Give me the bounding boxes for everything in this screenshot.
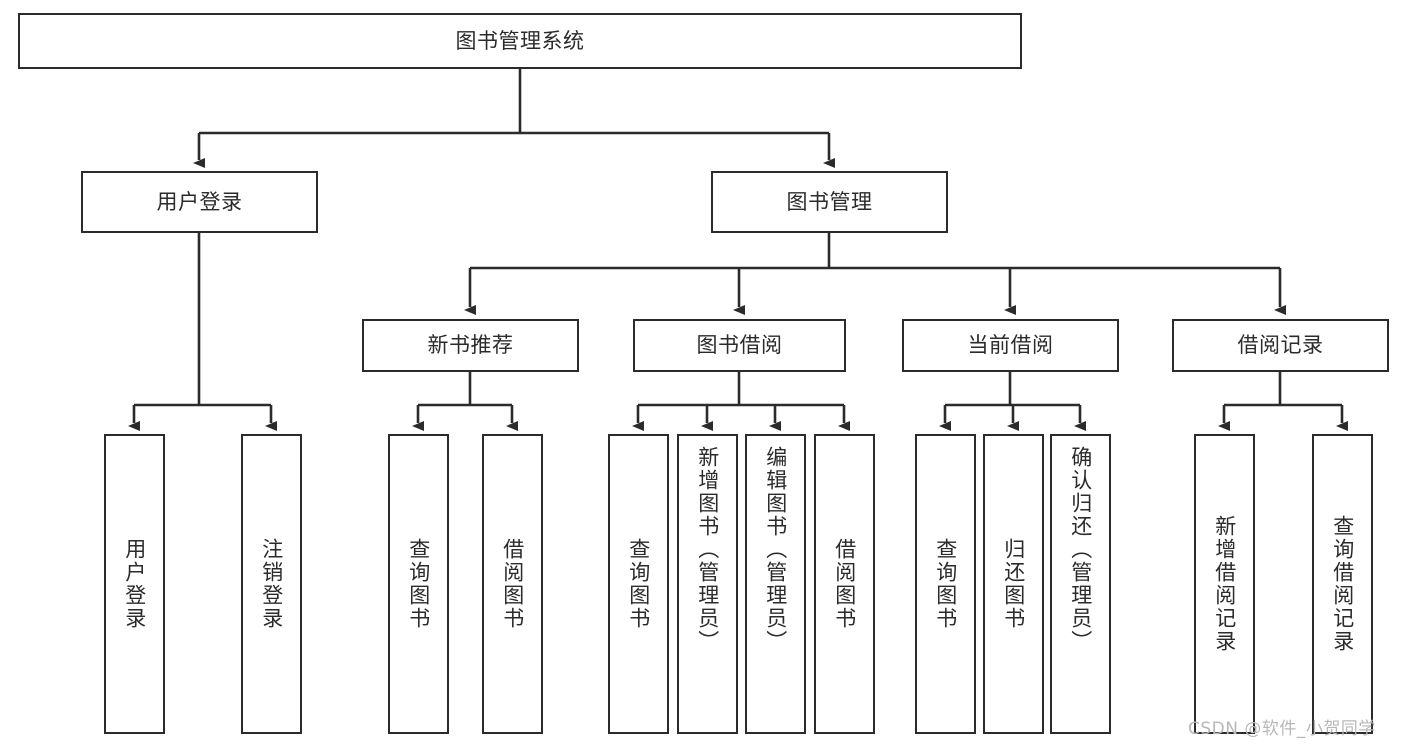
edge-group-new-books xyxy=(412,372,518,431)
node-leaf-logout[interactable]: 注销登录 xyxy=(241,434,302,734)
watermark-text: CSDN @软件_小贺同学 xyxy=(1188,719,1376,739)
node-label-book-borrow: 图书借阅 xyxy=(696,333,783,358)
edge-group-book-borrow xyxy=(632,372,850,431)
node-label-leaf-user-login: 用户登录 xyxy=(122,538,147,630)
node-leaf-user-login[interactable]: 用户登录 xyxy=(104,434,165,734)
node-label-system-root: 图书管理系统 xyxy=(455,28,585,53)
node-label-current-borrow: 当前借阅 xyxy=(967,333,1054,358)
node-label-leaf-logout: 注销登录 xyxy=(259,538,284,630)
node-leaf-query-books-borrow[interactable]: 查询图书 xyxy=(608,434,669,734)
node-leaf-query-books-current[interactable]: 查询图书 xyxy=(915,434,976,734)
node-leaf-add-borrow-record[interactable]: 新增借阅记录 xyxy=(1194,434,1255,734)
node-leaf-query-books-rec[interactable]: 查询图书 xyxy=(388,434,449,734)
node-leaf-edit-book-admin[interactable]: 编辑图书（管理员） xyxy=(745,434,806,734)
node-label-leaf-return-books: 归还图书 xyxy=(1001,538,1026,630)
node-user-login[interactable]: 用户登录 xyxy=(81,171,318,233)
edge-group-current-borrow xyxy=(939,372,1086,431)
node-borrow-records[interactable]: 借阅记录 xyxy=(1172,319,1389,372)
node-leaf-borrow-books[interactable]: 借阅图书 xyxy=(814,434,875,734)
node-leaf-add-book-admin[interactable]: 新增图书（管理员） xyxy=(677,434,738,734)
node-label-leaf-query-books-borrow: 查询图书 xyxy=(626,538,651,630)
node-label-leaf-edit-book-admin: 编辑图书（管理员） xyxy=(763,446,788,653)
edge-group-borrow-records xyxy=(1218,372,1348,431)
node-label-leaf-add-book-admin: 新增图书（管理员） xyxy=(695,446,720,653)
node-new-book-recommend[interactable]: 新书推荐 xyxy=(362,319,579,372)
node-book-borrow[interactable]: 图书借阅 xyxy=(633,319,846,372)
node-book-management[interactable]: 图书管理 xyxy=(711,171,948,233)
node-label-book-management: 图书管理 xyxy=(786,189,873,214)
node-system-root[interactable]: 图书管理系统 xyxy=(18,13,1022,69)
edge-group-root xyxy=(193,69,835,168)
node-label-leaf-query-books-current: 查询图书 xyxy=(933,538,958,630)
node-label-borrow-records: 借阅记录 xyxy=(1237,333,1324,358)
node-leaf-confirm-return-admin[interactable]: 确认归还（管理员） xyxy=(1050,434,1111,734)
edge-group-book-mgmt xyxy=(464,233,1286,315)
node-label-leaf-borrow-books: 借阅图书 xyxy=(832,538,857,630)
node-label-leaf-add-borrow-record: 新增借阅记录 xyxy=(1212,515,1237,653)
node-label-leaf-borrow-books-rec: 借阅图书 xyxy=(500,538,525,630)
node-leaf-query-borrow-record[interactable]: 查询借阅记录 xyxy=(1312,434,1373,734)
node-label-leaf-query-books-rec: 查询图书 xyxy=(406,538,431,630)
node-label-new-book-recommend: 新书推荐 xyxy=(427,333,514,358)
node-label-leaf-confirm-return-admin: 确认归还（管理员） xyxy=(1068,446,1093,653)
node-label-leaf-query-borrow-record: 查询借阅记录 xyxy=(1330,515,1355,653)
node-current-borrow[interactable]: 当前借阅 xyxy=(902,319,1119,372)
node-leaf-return-books[interactable]: 归还图书 xyxy=(983,434,1044,734)
node-label-user-login: 用户登录 xyxy=(156,189,243,214)
edge-group-user-login xyxy=(128,233,277,431)
node-leaf-borrow-books-rec[interactable]: 借阅图书 xyxy=(482,434,543,734)
